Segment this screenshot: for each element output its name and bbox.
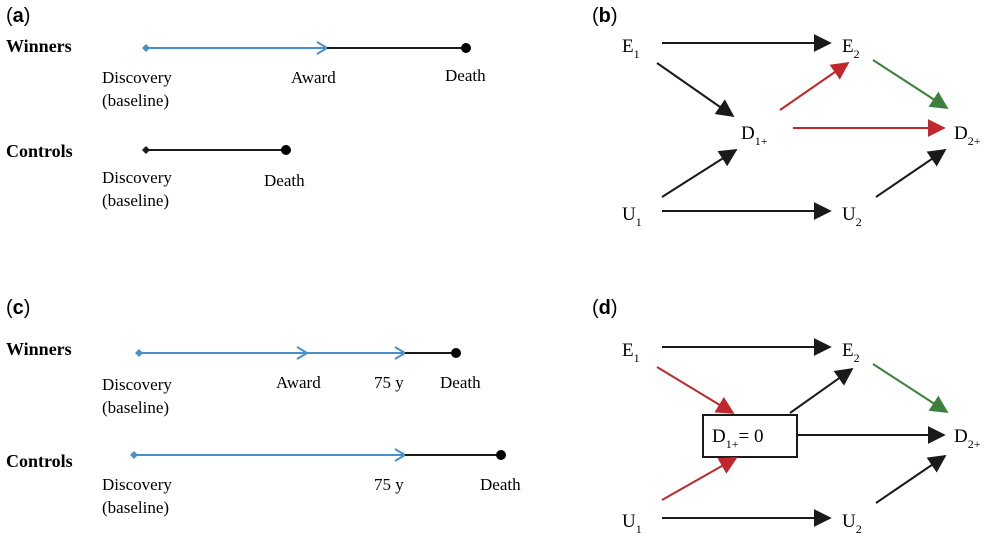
discovery-text: Discovery [102,168,172,187]
death-text: Death [445,66,486,85]
node-d1-fixed: D1+= 0 [712,426,763,451]
node-d2: D2+ [954,123,981,148]
node-d2: D2+ [954,426,981,451]
award-chevron [296,346,309,360]
edge-u1-d1 [661,457,738,501]
edge-d1-e2 [779,61,850,111]
age-text: 75 y [374,373,404,392]
baseline-text: (baseline) [102,398,169,417]
panel-a-label: (a) [6,5,30,27]
node-u1: U1 [622,204,642,229]
node-u1: U1 [622,511,642,536]
discovery-text: Discovery [102,375,172,394]
discovery-marker [130,451,138,459]
node-e2: E2 [842,36,860,61]
discovery-marker [142,44,150,52]
discovery-text: Discovery [102,68,172,87]
node-e2: E2 [842,340,860,365]
edge-u2-d2 [875,148,947,198]
edge-e2-d2 [872,59,949,109]
death-text: Death [264,171,305,190]
winners-label: Winners [6,36,72,56]
edge-d1-e2 [789,367,854,414]
award-text: Award [291,68,336,87]
winners-label: Winners [6,339,72,359]
node-u2: U2 [842,204,862,229]
edge-e1-d1 [656,62,735,118]
death-text: Death [440,373,481,392]
award-text: Award [276,373,321,392]
node-u2: U2 [842,511,862,536]
death-text: Death [480,475,521,494]
panel-b: (b) E1 E2 D1+ D2+ U1 U2 [592,5,981,229]
panel-c-label: (c) [6,297,30,319]
node-e1: E1 [622,36,640,61]
panel-d-label: (d) [592,297,618,319]
death-dot [451,348,461,358]
panel-d: (d) E1 E2 D2+ U1 U2 D1+= 0 [592,297,981,536]
baseline-text: (baseline) [102,498,169,517]
panel-a: (a) Winners Discovery (baseline) Award D… [6,5,486,210]
panel-c: (c) Winners Discovery (baseline) Award 7… [6,297,521,517]
baseline-text: (baseline) [102,91,169,110]
edge-e2-d2 [872,363,949,413]
discovery-text: Discovery [102,475,172,494]
node-d1: D1+ [741,123,768,148]
discovery-marker [142,146,150,154]
baseline-text: (baseline) [102,191,169,210]
edge-u1-d1 [661,149,738,198]
death-dot [496,450,506,460]
death-dot [281,145,291,155]
controls-label: Controls [6,451,73,471]
age-text: 75 y [374,475,404,494]
node-e1: E1 [622,340,640,365]
discovery-marker [135,349,143,357]
controls-label: Controls [6,141,73,161]
death-dot [461,43,471,53]
panel-b-label: (b) [592,5,618,27]
edge-e1-d1 [656,366,735,414]
edge-u2-d2 [875,454,947,504]
